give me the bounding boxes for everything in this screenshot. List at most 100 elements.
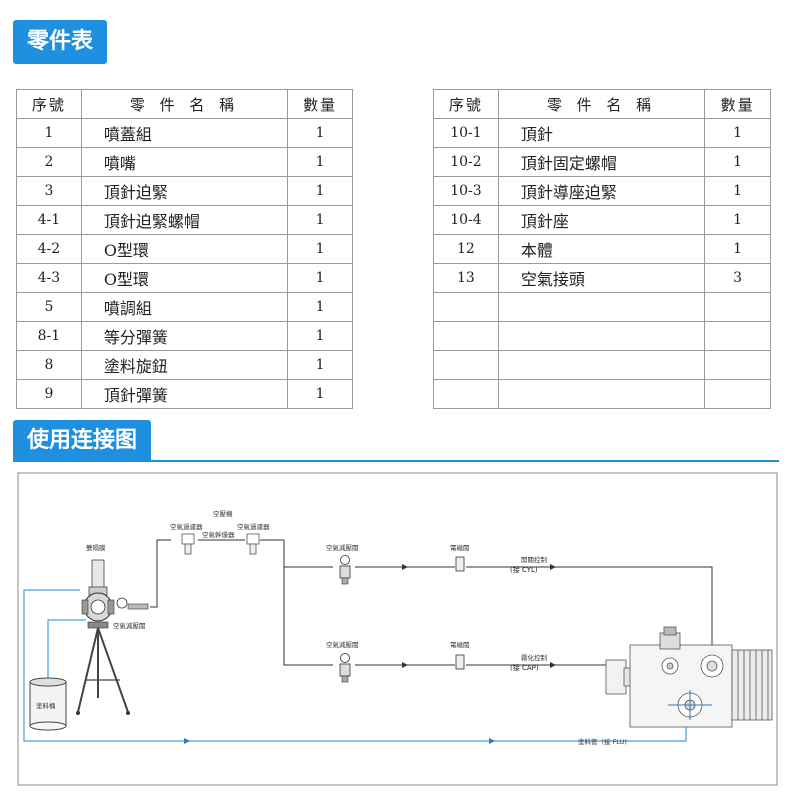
regulator-lower (339, 653, 351, 683)
diagram-frame (17, 472, 778, 786)
part-quantity (704, 321, 771, 351)
part-quantity: 1 (287, 350, 353, 380)
paint-bucket (29, 677, 67, 731)
header-number: 序號 (16, 89, 82, 119)
paint-lines (23, 589, 687, 742)
table-row (433, 379, 771, 409)
regulator-lower-label: 空氣減壓閥 (326, 640, 359, 649)
compressor-label: 空壓機 (213, 509, 233, 518)
air-line-upper (260, 539, 333, 568)
automatic-spray-gun (605, 626, 773, 728)
air-line-pump (150, 539, 171, 608)
part-quantity (704, 350, 771, 380)
air-filter-1 (181, 533, 195, 555)
air-dryer (246, 533, 260, 555)
paint-pipe-label: 塗料管（接 FLU) (578, 737, 627, 746)
crosshair-mark (668, 690, 712, 720)
part-number: 8-1 (16, 321, 82, 351)
part-number (433, 321, 499, 351)
part-quantity: 1 (704, 176, 771, 206)
arrow-icon (550, 564, 556, 570)
parts-list-title: 零件表 (13, 20, 108, 64)
part-name (497, 350, 706, 380)
part-quantity: 1 (704, 118, 771, 148)
solenoid-upper (455, 556, 465, 572)
air-line-cyl (466, 566, 713, 677)
diaphragm-pump-label: 雙隔膜 (86, 543, 106, 552)
part-quantity: 1 (704, 147, 771, 177)
part-number: 2 (16, 147, 82, 177)
part-quantity: 1 (287, 176, 353, 206)
table-header-row: 序號 零 件 名 稱 數量 (16, 89, 353, 119)
part-number: 4-1 (16, 205, 82, 235)
solenoid-lower-label: 電磁閥 (450, 640, 470, 649)
part-quantity: 3 (704, 263, 771, 293)
part-quantity: 1 (704, 234, 771, 264)
part-name: 頂針固定螺帽 (497, 147, 706, 177)
table-header-row: 序號 零 件 名 稱 數量 (433, 89, 771, 119)
air-dryer-label: 空氣幹燥器 (202, 530, 235, 539)
part-name: 等分彈簧 (80, 321, 289, 351)
part-quantity: 1 (287, 118, 353, 148)
arrow-icon (402, 662, 408, 668)
part-quantity: 1 (287, 321, 353, 351)
air-line-lower (283, 567, 333, 666)
connect-cyl-label: (接 CYL) (510, 565, 538, 574)
connection-diagram-title: 使用连接图 (13, 420, 152, 462)
part-name: 頂針彈簧 (80, 379, 289, 409)
table-row (433, 350, 771, 380)
regulator-upper-label: 空氣減壓閥 (326, 543, 359, 552)
part-name (497, 379, 706, 409)
part-number: 3 (16, 176, 82, 206)
switch-control-label: 開關控制 (521, 555, 548, 564)
arrow-icon (184, 738, 190, 744)
part-quantity: 1 (287, 234, 353, 264)
solenoid-upper-label: 電磁閥 (450, 543, 470, 552)
part-name: 本體 (497, 234, 706, 264)
regulator-upper (339, 555, 351, 585)
part-name: 空氣接頭 (497, 263, 706, 293)
part-number (433, 379, 499, 409)
part-quantity: 1 (704, 205, 771, 235)
part-quantity (704, 292, 771, 322)
part-number: 1 (16, 118, 82, 148)
air-filter-label-1: 空氣過濾器 (170, 522, 203, 531)
tripod-stand (77, 627, 129, 713)
part-quantity: 1 (287, 379, 353, 409)
air-lines (150, 539, 713, 677)
atomize-control-label: 霧化控制 (521, 653, 548, 662)
part-quantity (704, 379, 771, 409)
part-name: 頂針座 (497, 205, 706, 235)
table-row (433, 321, 771, 351)
part-name: 噴調組 (80, 292, 289, 322)
arrow-icon (550, 662, 556, 668)
diaphragm-pump (81, 559, 149, 629)
solenoid-lower (455, 654, 465, 670)
part-number: 12 (433, 234, 499, 264)
air-filter-label-2: 空氣過濾器 (237, 522, 270, 531)
paint-line-suction (47, 619, 86, 680)
pump-regulator-label: 空氣減壓閥 (113, 621, 146, 630)
header-part-name: 零 件 名 稱 (80, 89, 289, 119)
part-name: 頂針迫緊螺帽 (80, 205, 289, 235)
arrow-icon (402, 564, 408, 570)
part-name: 塗料旋鈕 (80, 350, 289, 380)
part-number: 10-1 (433, 118, 499, 148)
connect-cap-label: (接 CAP) (510, 663, 539, 672)
part-number: 4-3 (16, 263, 82, 293)
